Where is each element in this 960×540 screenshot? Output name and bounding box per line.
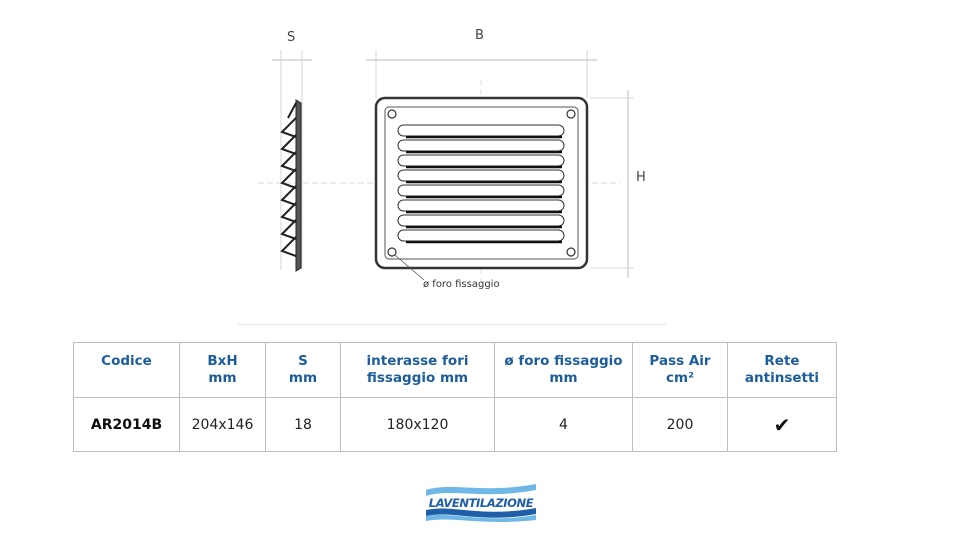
logo-wave-icon bbox=[426, 484, 536, 522]
header-codice: Codice bbox=[73, 342, 180, 398]
cell-codice: AR2014B bbox=[73, 397, 180, 452]
table-row: AR2014B 204x146 18 180x120 4 200 ✔ bbox=[73, 397, 837, 452]
cell-bxh: 204x146 bbox=[179, 397, 266, 452]
cell-interasse: 180x120 bbox=[340, 397, 495, 452]
cell-foro: 4 bbox=[494, 397, 633, 452]
dim-label-b: B bbox=[475, 28, 484, 43]
cell-rete-check: ✔ bbox=[727, 397, 837, 452]
side-view bbox=[258, 50, 336, 272]
logo-text: LAVENTILAZIONE bbox=[428, 496, 534, 510]
dim-label-s: S bbox=[287, 30, 296, 45]
cell-s: 18 bbox=[265, 397, 341, 452]
hole-callout-label: ø foro fissaggio bbox=[423, 279, 500, 290]
cell-pass-air: 200 bbox=[632, 397, 728, 452]
front-view bbox=[340, 50, 634, 285]
divider bbox=[238, 324, 666, 325]
fixing-hole bbox=[566, 109, 576, 119]
brand-logo: LAVENTILAZIONE bbox=[422, 480, 540, 522]
grille-drawing-svg bbox=[258, 50, 634, 285]
fixing-hole bbox=[566, 247, 576, 257]
dim-label-h: H bbox=[636, 170, 646, 185]
fixing-hole bbox=[387, 109, 397, 119]
fixing-hole bbox=[387, 247, 397, 257]
technical-drawing: S B H ø foro fissaggio bbox=[258, 28, 646, 290]
